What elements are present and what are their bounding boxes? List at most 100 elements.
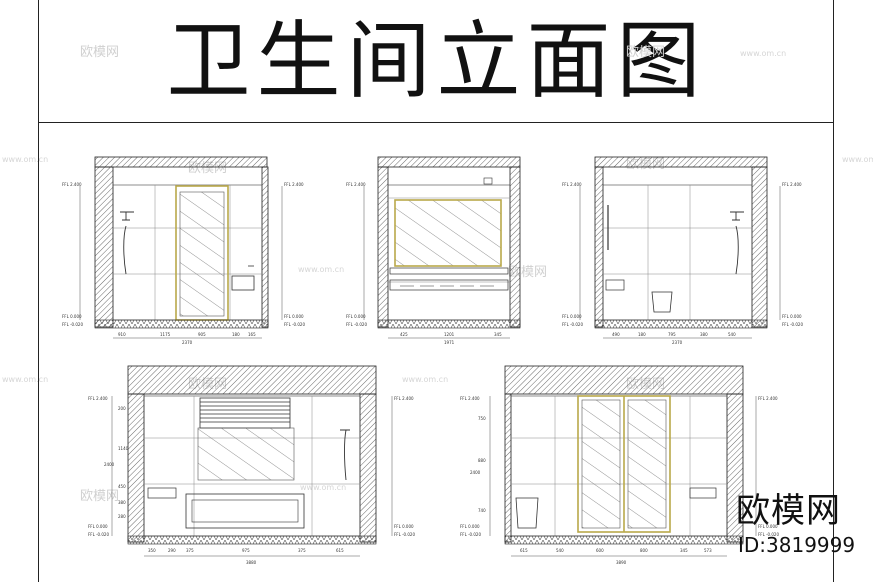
vanity-top (389, 267, 509, 275)
bathtub (185, 493, 305, 529)
svg-text:345: 345 (680, 548, 688, 553)
svg-text:FFL 0.000: FFL 0.000 (460, 524, 480, 529)
svg-text:FFL 0.000: FFL 0.000 (284, 314, 304, 319)
drawing-frame (38, 0, 834, 582)
elevation-a: FFL 2.400 FFL 0.000 FFL -0.020 FFL 2.400… (62, 156, 305, 345)
svg-text:FFL 2.400: FFL 2.400 (284, 182, 304, 187)
mirror (197, 427, 295, 481)
svg-text:3880: 3880 (246, 560, 257, 565)
svg-text:1175: 1175 (160, 332, 171, 337)
page-title: 卫生间立面图 (166, 12, 707, 110)
watermark-url: www.om.cn (740, 49, 786, 58)
svg-text:2400: 2400 (470, 470, 481, 475)
svg-text:795: 795 (668, 332, 676, 337)
left-wall (94, 166, 114, 328)
svg-text:2400: 2400 (104, 462, 115, 467)
svg-text:FFL 2.400: FFL 2.400 (88, 396, 108, 401)
svg-text:975: 975 (242, 548, 250, 553)
ceiling-slab (94, 156, 268, 168)
watermark-url: www.om.cn (300, 483, 346, 492)
mirror (394, 199, 502, 267)
brand-name: 欧模网 (736, 491, 841, 531)
svg-text:3890: 3890 (616, 560, 627, 565)
toilet (515, 497, 539, 529)
svg-text:FFL -0.020: FFL -0.020 (460, 532, 481, 537)
svg-text:FFL 0.000: FFL 0.000 (346, 314, 366, 319)
svg-text:450: 450 (118, 484, 126, 489)
watermark-text: 欧模网 (80, 45, 119, 60)
svg-text:2370: 2370 (672, 340, 683, 345)
svg-text:FFL 2.400: FFL 2.400 (62, 182, 82, 187)
svg-text:FFL -0.020: FFL -0.020 (562, 322, 583, 327)
svg-text:FFL 0.000: FFL 0.000 (782, 314, 802, 319)
svg-text:615: 615 (336, 548, 344, 553)
svg-text:FFL -0.020: FFL -0.020 (758, 532, 779, 537)
svg-text:200: 200 (118, 406, 126, 411)
svg-text:425: 425 (400, 332, 408, 337)
svg-text:FFL 0.000: FFL 0.000 (62, 314, 82, 319)
svg-text:600: 600 (596, 548, 604, 553)
watermark-text: 欧模网 (80, 489, 119, 504)
svg-text:615: 615 (520, 548, 528, 553)
svg-text:350: 350 (148, 548, 156, 553)
svg-text:FFL -0.020: FFL -0.020 (88, 532, 109, 537)
svg-text:345: 345 (494, 332, 502, 337)
toilet (651, 291, 673, 313)
svg-text:880: 880 (478, 458, 486, 463)
watermark-url: www.om.cn (842, 155, 873, 164)
svg-text:1971: 1971 (444, 340, 455, 345)
svg-text:540: 540 (728, 332, 736, 337)
right-wall (261, 166, 269, 328)
svg-text:FFL 2.400: FFL 2.400 (394, 396, 414, 401)
svg-text:375: 375 (298, 548, 306, 553)
svg-text:573: 573 (704, 548, 712, 553)
elevation-b: FFL 2.400 FFL 0.000 FFL -0.020 425 1201 … (346, 156, 521, 345)
svg-text:800: 800 (640, 548, 648, 553)
watermark-url: www.om.cn (298, 265, 344, 274)
brand-id: ID:3819999 (738, 533, 856, 557)
svg-text:2370: 2370 (182, 340, 193, 345)
svg-text:1201: 1201 (444, 332, 455, 337)
svg-text:FFL -0.020: FFL -0.020 (284, 322, 305, 327)
elevation-d: FFL 2.400 FFL 0.000 FFL -0.020 FFL 2.400… (88, 365, 415, 565)
svg-text:FFL 0.000: FFL 0.000 (394, 524, 414, 529)
svg-text:FFL 2.400: FFL 2.400 (782, 182, 802, 187)
watermark-url: www.om.cn (2, 155, 48, 164)
svg-text:FFL 2.400: FFL 2.400 (562, 182, 582, 187)
svg-text:FFL -0.020: FFL -0.020 (62, 322, 83, 327)
svg-text:290: 290 (168, 548, 176, 553)
floor-slab (94, 319, 269, 329)
svg-text:740: 740 (478, 508, 486, 513)
svg-text:165: 165 (248, 332, 256, 337)
watermark-text: 欧模网 (626, 45, 665, 60)
svg-text:FFL 2.400: FFL 2.400 (346, 182, 366, 187)
svg-text:FFL -0.020: FFL -0.020 (346, 322, 367, 327)
elevation-e: FFL 2.400 FFL 0.000 FFL -0.020 FFL 2.400… (460, 365, 779, 565)
svg-text:FFL 0.000: FFL 0.000 (562, 314, 582, 319)
svg-text:180: 180 (638, 332, 646, 337)
shower-glass (179, 191, 225, 317)
svg-text:FFL 0.000: FFL 0.000 (758, 524, 778, 529)
svg-text:FFL -0.020: FFL -0.020 (782, 322, 803, 327)
watermark-url: www.om.cn (402, 375, 448, 384)
window-blinds (199, 397, 291, 429)
svg-text:FFL 0.000: FFL 0.000 (88, 524, 108, 529)
title-divider (38, 122, 834, 123)
svg-text:1140: 1140 (118, 446, 129, 451)
svg-text:FFL 2.400: FFL 2.400 (460, 396, 480, 401)
svg-text:FFL 2.400: FFL 2.400 (758, 396, 778, 401)
svg-text:180: 180 (232, 332, 240, 337)
vanity-cabinet (389, 279, 509, 291)
svg-text:540: 540 (556, 548, 564, 553)
svg-text:FFL -0.020: FFL -0.020 (394, 532, 415, 537)
svg-text:910: 910 (118, 332, 126, 337)
svg-text:380: 380 (118, 500, 126, 505)
svg-text:490: 490 (612, 332, 620, 337)
svg-text:380: 380 (700, 332, 708, 337)
vanity (231, 275, 255, 291)
elevation-c: FFL 2.400 FFL 0.000 FFL -0.020 FFL 2.400… (562, 156, 803, 345)
svg-text:280: 280 (118, 514, 126, 519)
svg-text:905: 905 (198, 332, 206, 337)
svg-text:375: 375 (186, 548, 194, 553)
